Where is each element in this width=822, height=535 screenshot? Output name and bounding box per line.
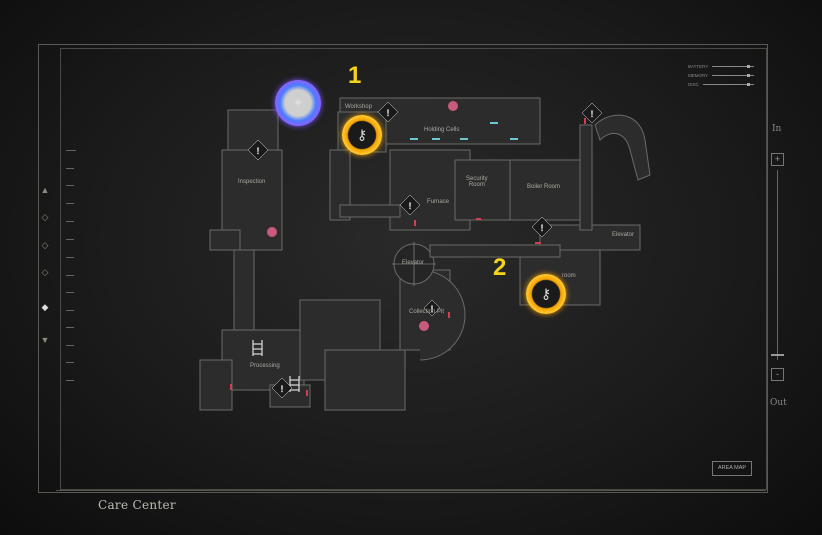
zoom-minus-button[interactable]: - — [771, 368, 784, 381]
resource-icon — [267, 227, 277, 237]
player-portrait-icon: ✦ — [292, 94, 304, 111]
floor-icon[interactable]: ◇ — [41, 267, 49, 277]
svg-text:!: ! — [591, 109, 594, 119]
objective-number: 1 — [348, 62, 362, 89]
svg-text:!: ! — [387, 108, 390, 118]
alert-icon: ! — [377, 101, 399, 123]
ladder-icon — [289, 376, 300, 392]
alert-icon: ! — [247, 139, 269, 161]
doors-cyan — [410, 122, 518, 140]
map-outer-frame — [38, 44, 768, 493]
svg-text:!: ! — [431, 304, 434, 314]
corridor-left — [233, 249, 255, 331]
zoom-out-label: Out — [770, 398, 787, 408]
room-boiler — [509, 159, 581, 221]
svg-text:!: ! — [409, 201, 412, 211]
zoom-slider-handle[interactable] — [771, 354, 784, 356]
resource-icon — [419, 321, 429, 331]
room-label-holding-cells: Holding Cells — [424, 127, 460, 133]
room-label-furnace: Furnace — [427, 199, 450, 205]
svg-text:!: ! — [257, 146, 260, 156]
room-processing-low — [199, 359, 233, 411]
legend: BATTERY MEMORY DISC — [688, 62, 754, 89]
player-location-marker[interactable]: ✦ — [275, 80, 321, 126]
floor-icon[interactable]: ◇ — [41, 240, 49, 250]
alert-icon: ! — [271, 377, 293, 399]
room-label-security: Security Room — [466, 176, 488, 188]
room-label-collection-pit: Collection Pit — [409, 309, 445, 315]
area-map-button[interactable]: AREA MAP — [712, 461, 752, 476]
alert-icon: ! — [423, 299, 441, 317]
legend-item: BATTERY — [688, 62, 754, 71]
room-security — [454, 159, 516, 221]
objective-marker[interactable]: ⚷ — [526, 274, 566, 314]
room-label-inspection: Inspection — [238, 179, 266, 185]
room-processing — [221, 329, 305, 391]
svg-text:!: ! — [541, 223, 544, 233]
zoom-slider-track[interactable] — [777, 170, 778, 360]
zoom-in-label: In — [772, 124, 782, 134]
legend-item: MEMORY — [688, 71, 754, 80]
ladder-icon — [252, 340, 263, 356]
objective-marker[interactable]: ⚷ — [342, 115, 382, 155]
footer-divider — [56, 490, 766, 491]
alert-icon: ! — [581, 102, 603, 124]
room-label-workshop: Workshop — [345, 104, 372, 110]
room-label-boiler: Boiler Room — [527, 184, 561, 190]
legend-item: DISC — [688, 80, 754, 89]
corridor-middle — [339, 204, 401, 218]
zoom-plus-button[interactable]: + — [771, 153, 784, 166]
svg-text:!: ! — [281, 384, 284, 394]
room-label-elevator: Elevator — [402, 260, 425, 266]
floor-icon-current[interactable]: ◆ — [41, 302, 49, 312]
corridor-east — [429, 244, 561, 258]
area-name: Care Center — [98, 498, 176, 512]
alert-icon: ! — [399, 194, 421, 216]
room-center-mid — [324, 349, 406, 411]
floor-icon[interactable]: ◇ — [41, 212, 49, 222]
alert-icon: ! — [531, 216, 553, 238]
resource-icon — [448, 101, 458, 111]
room-label-right: room — [562, 273, 576, 279]
corridor-vertical-right — [579, 124, 593, 231]
room-label-elevator-right: Elevator — [612, 232, 635, 238]
room-label-processing: Processing — [250, 363, 280, 369]
floor-down-button[interactable]: ▼ — [40, 335, 50, 345]
key-item-icon: ⚷ — [356, 126, 368, 143]
key-item-icon: ⚷ — [540, 285, 552, 302]
corridor-top — [329, 149, 351, 221]
pipe-right — [594, 114, 651, 181]
objective-number: 2 — [493, 254, 507, 281]
room-inspection-small — [209, 229, 241, 251]
map-inner-frame — [60, 48, 767, 490]
elevator-crosshair-icon — [392, 242, 436, 286]
collection-pit-arc — [419, 269, 466, 361]
floor-up-button[interactable]: ▲ — [40, 185, 50, 195]
